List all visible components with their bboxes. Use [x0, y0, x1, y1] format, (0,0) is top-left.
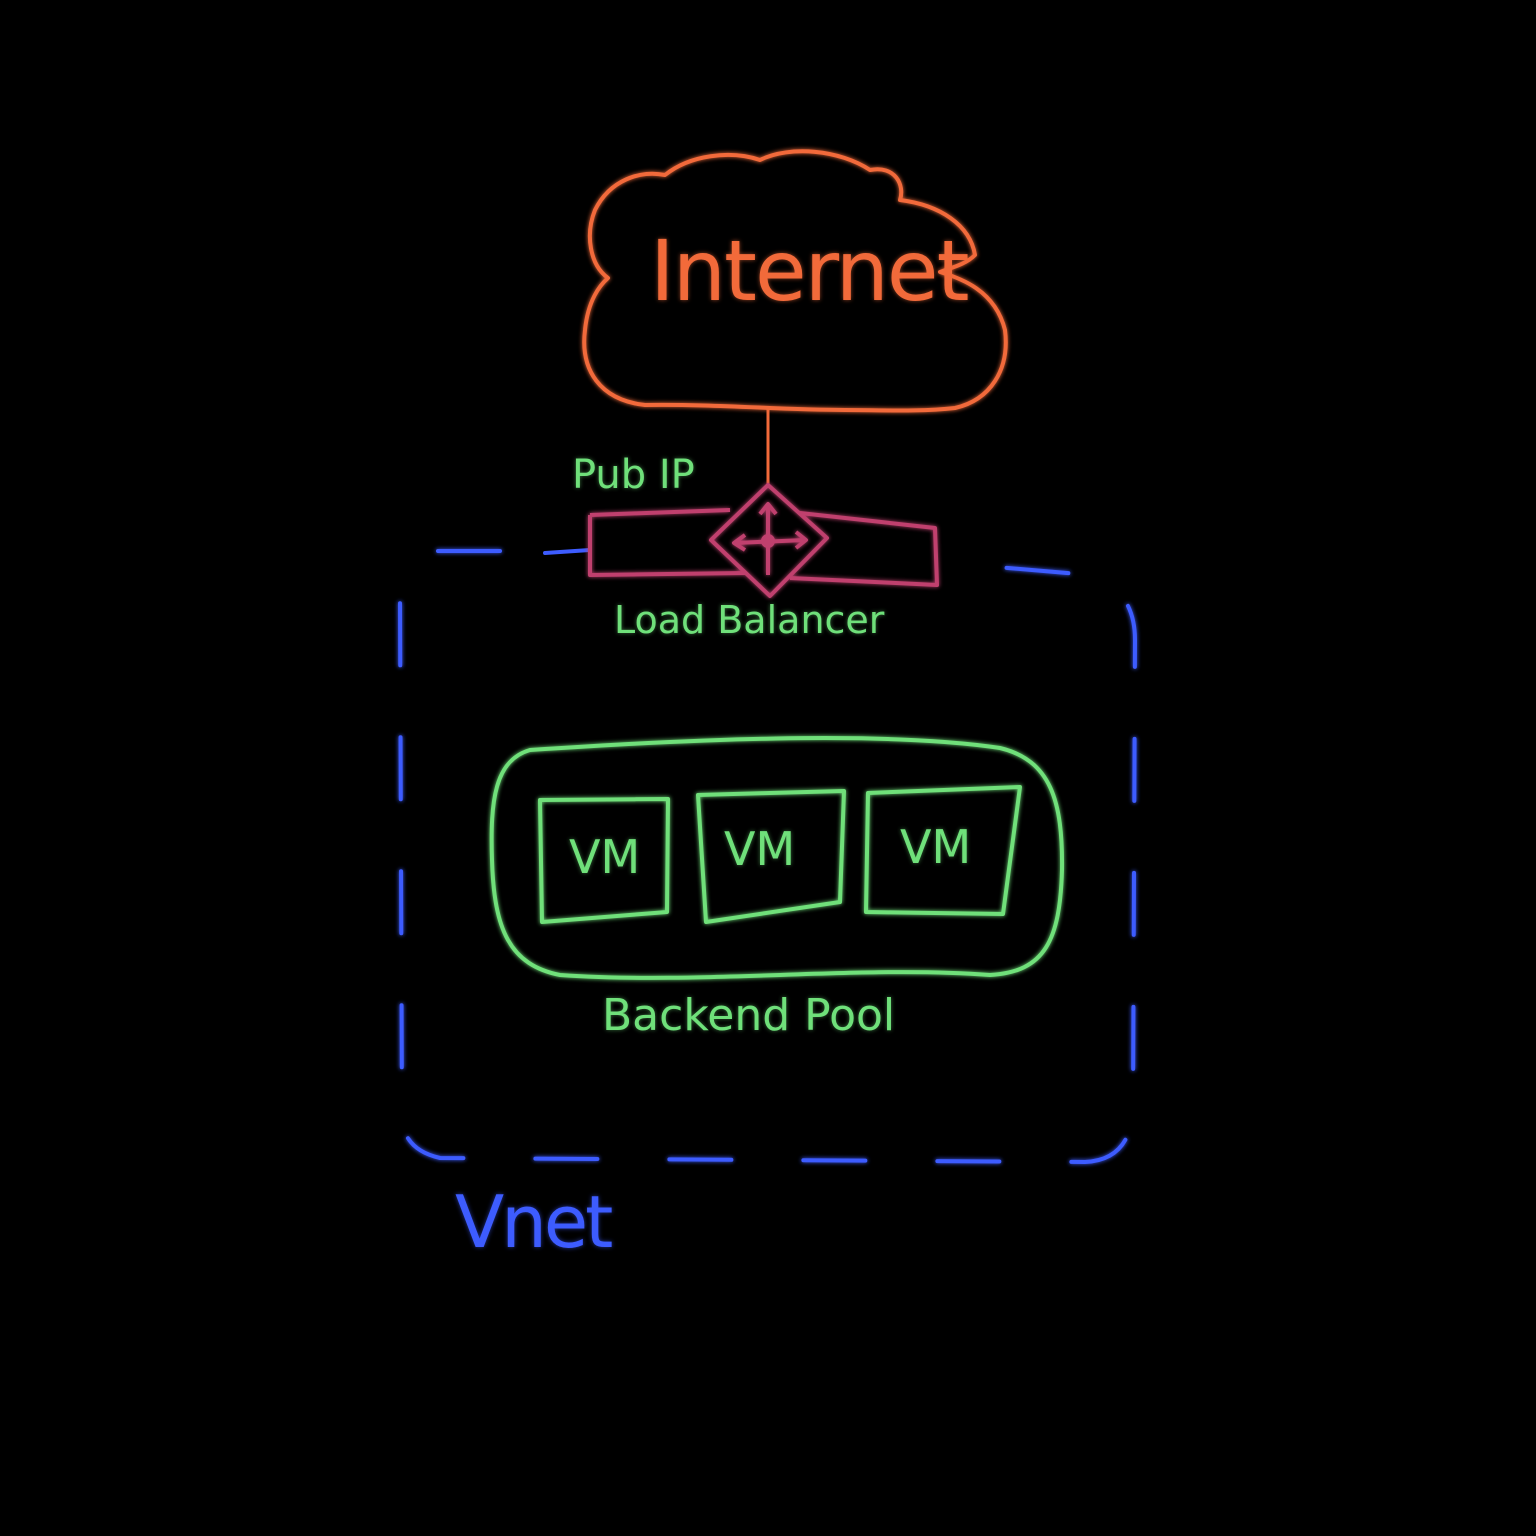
backend-pool-boundary: [489, 736, 1065, 980]
vnet-boundary: [397, 549, 1138, 1165]
vm-box-3: [864, 785, 1022, 916]
backend-pool-label: Backend Pool: [602, 990, 896, 1041]
vm-box-1: [538, 797, 670, 924]
vm-label-3: VM: [900, 820, 972, 874]
internet-cloud-shape: [582, 149, 1008, 413]
internet-label: Internet: [650, 222, 970, 320]
vm-label-1: VM: [569, 830, 641, 884]
load-balancer-label: Load Balancer: [614, 598, 885, 642]
public-ip-label: Pub IP: [572, 452, 695, 498]
load-balancer-diamond-icon: [709, 483, 829, 598]
load-balancer-shape: [588, 483, 939, 598]
vm-label-2: VM: [724, 822, 796, 876]
vnet-label: Vnet: [455, 1180, 613, 1264]
vnet-left-stub: [543, 548, 592, 555]
vm-box-2: [696, 789, 846, 924]
